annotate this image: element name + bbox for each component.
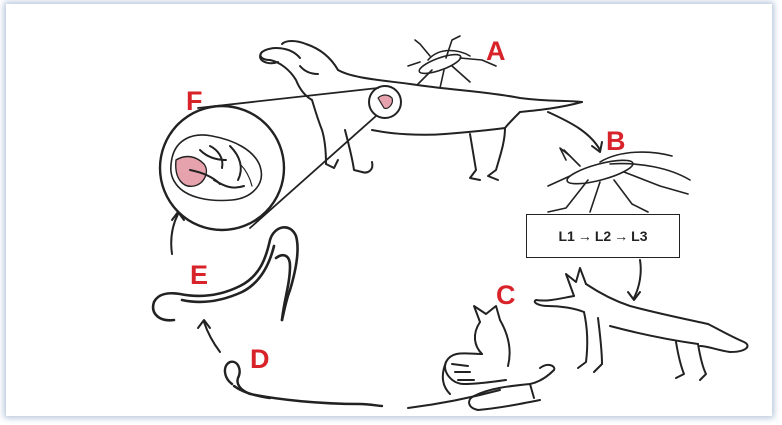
stage-label-f: F <box>186 88 203 115</box>
stage-label-d: D <box>250 346 270 373</box>
stage-label-e: E <box>190 262 208 289</box>
arrow-d-to-e <box>204 322 220 352</box>
stage-label-b: B <box>606 128 626 155</box>
fox-host-drawing <box>535 268 748 380</box>
stage-label-c: C <box>496 282 516 309</box>
mosquito-b-drawing <box>548 148 690 212</box>
arrow-l1-to-l2: → <box>578 228 592 244</box>
larva-stage-l1: L1 <box>558 228 574 244</box>
stage-label-a: A <box>486 38 506 65</box>
larva-stage-l3: L3 <box>631 228 647 244</box>
mosquito-a-drawing <box>408 36 496 88</box>
arrow-a-to-b <box>548 112 600 150</box>
larval-development-box: L1 → L2 → L3 <box>526 214 680 258</box>
cat-host-drawing <box>443 306 510 394</box>
arrow-l2-to-l3: → <box>614 228 628 244</box>
worm-d-drawing <box>225 362 382 406</box>
worm-e-drawing <box>153 227 297 320</box>
ferret-host-drawing <box>469 365 554 410</box>
dog-host-drawing <box>260 41 582 180</box>
larva-stage-l2: L2 <box>595 228 611 244</box>
return-arc <box>408 390 500 408</box>
